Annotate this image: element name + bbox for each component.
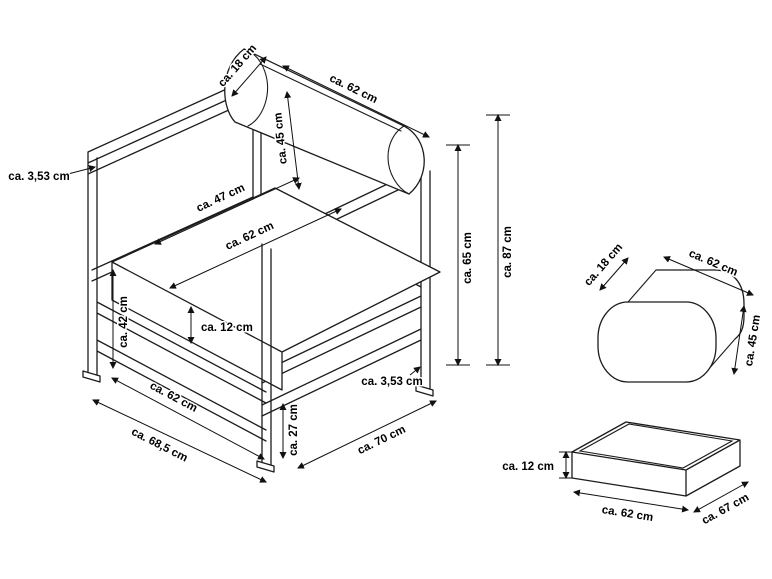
dim-frame-height: ca. 65 cm bbox=[446, 143, 476, 367]
dim-depth-arrow bbox=[297, 400, 437, 469]
dim-total-height: ca. 87 cm bbox=[486, 113, 516, 367]
dim-back-cushion-depth-arrow bbox=[599, 257, 629, 291]
dim-base-outer-width-arrow bbox=[92, 399, 267, 483]
seat-cushion bbox=[111, 187, 441, 391]
seat-cushion-seam bbox=[578, 423, 734, 469]
dim-back-depth-arrow bbox=[231, 56, 267, 97]
dim-front-leg-height-label: ca. 27 cm bbox=[288, 404, 300, 456]
dim-seat-cushion-width-arrow bbox=[572, 489, 690, 513]
dim-depth-label: ca. 70 cm bbox=[356, 424, 408, 457]
chair-main-view bbox=[82, 48, 441, 473]
dim-tube-left-label: ca. 3,53 cm bbox=[8, 171, 69, 183]
dim-base-inner-width-label: ca. 62 cm bbox=[148, 380, 199, 415]
back-cushion-detail-view: ca. 18 cm ca. 62 cm ca. 45 cm bbox=[581, 240, 765, 383]
dim-seat-cushion-depth-label: ca. 67 cm bbox=[700, 492, 751, 528]
dim-tube-right-label: ca. 3,53 cm bbox=[361, 376, 422, 388]
dim-seat-cushion-thickness-label: ca. 12 cm bbox=[502, 461, 554, 473]
dim-seat-cushion-depth-arrow bbox=[693, 481, 749, 513]
dim-tube-left: ca. 3,53 cm bbox=[7, 165, 97, 185]
dim-total-height-label: ca. 87 cm bbox=[502, 226, 514, 278]
dim-frame-height-label: ca. 65 cm bbox=[462, 232, 474, 284]
dim-depth: ca. 70 cm bbox=[297, 400, 437, 469]
dim-seat-cushion-width-label: ca. 62 cm bbox=[601, 504, 654, 524]
dim-back-width-arrow bbox=[282, 65, 430, 138]
dim-seat-cushion-depth: ca. 67 cm bbox=[693, 481, 753, 529]
dim-cushion-thickness-label: ca. 12 cm bbox=[201, 322, 253, 334]
dim-cushion-thickness: ca. 12 cm bbox=[187, 305, 254, 345]
dim-seat-cushion-width: ca. 62 cm bbox=[572, 489, 690, 526]
dim-tube-right-leader bbox=[409, 366, 421, 376]
dim-tube-left-leader bbox=[67, 165, 97, 175]
dim-back-cushion-height-arrow bbox=[731, 304, 747, 376]
dim-front-leg-height: ca. 27 cm bbox=[279, 403, 302, 460]
dim-back-cushion-width-arrow bbox=[663, 256, 754, 296]
dim-back-cushion-depth: ca. 18 cm bbox=[581, 240, 629, 291]
dim-seat-height-label: ca. 42 cm bbox=[118, 296, 130, 348]
dim-seat-cushion-thickness: ca. 12 cm bbox=[501, 450, 573, 480]
dim-seat-height: ca. 42 cm bbox=[109, 268, 132, 370]
dim-base-outer-width: ca. 68,5 cm bbox=[92, 399, 267, 483]
dim-back-height-arrow bbox=[284, 90, 302, 191]
dim-seat-width-arrow bbox=[169, 208, 342, 289]
seat-cushion-slab bbox=[571, 421, 741, 497]
back-cushion-front-face bbox=[597, 301, 717, 383]
dim-tube-right: ca. 3,53 cm bbox=[360, 366, 424, 390]
dim-back-cushion-depth-label: ca. 18 cm bbox=[582, 242, 625, 289]
seat-cushion-detail-view: ca. 12 cm ca. 62 cm ca. 67 cm bbox=[501, 421, 753, 529]
dim-back-cushion-height-label: ca. 45 cm bbox=[743, 314, 763, 367]
